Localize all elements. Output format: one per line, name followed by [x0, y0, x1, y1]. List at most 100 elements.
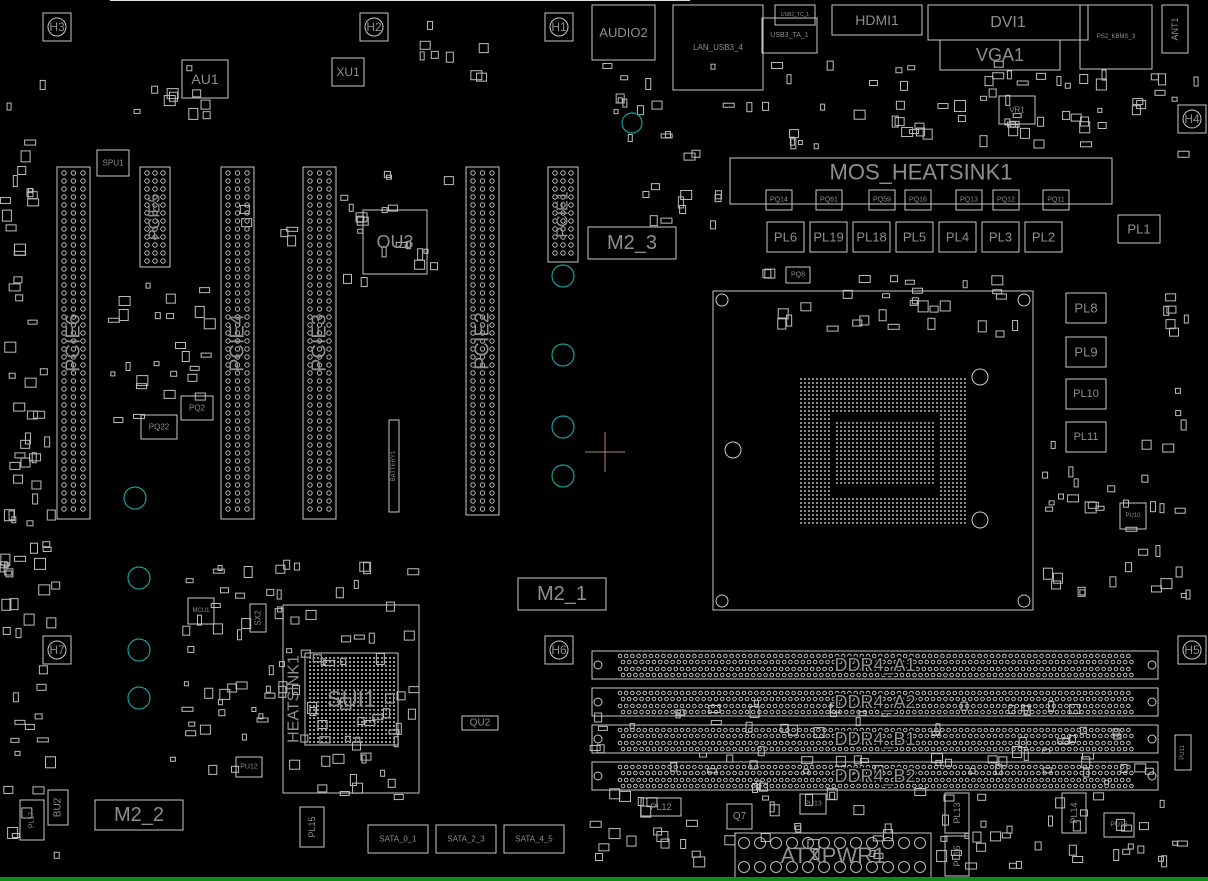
component-pl14[interactable]: PL14	[1061, 792, 1087, 834]
component-pl15[interactable]: PL15	[299, 806, 325, 848]
smd-pad	[300, 649, 311, 658]
component-pl17[interactable]: PL17	[19, 799, 45, 841]
component-h3[interactable]: H3	[42, 12, 72, 42]
component-ps2-kbms-3[interactable]: PS2_KBMS_3	[1079, 4, 1153, 70]
component-mos-heatsink1[interactable]: MOS_HEATSINK1	[729, 157, 1113, 205]
component-pq13[interactable]: PQ13	[955, 189, 983, 211]
smd-pad	[957, 115, 966, 123]
component-pq11[interactable]: PQ11	[1042, 189, 1070, 211]
component-ddr4-a1[interactable]: DDR4_A1	[591, 650, 1159, 680]
smd-pad	[187, 645, 195, 653]
component-sx2[interactable]: SX2	[249, 603, 267, 633]
component-usb3-ta-1[interactable]: USB3_TA_1	[761, 17, 818, 54]
component-h4[interactable]: H4	[1177, 104, 1207, 134]
component-ddr4-a2[interactable]: DDR4_A2	[591, 687, 1159, 717]
component-h6[interactable]: H6	[544, 635, 574, 665]
component-pcie3[interactable]: PCIE3	[302, 166, 337, 520]
component-h5[interactable]: H5	[1177, 635, 1207, 665]
component-label: PCIE1	[555, 191, 572, 237]
component-pl16[interactable]: PL16	[944, 835, 970, 877]
component-hdmi1[interactable]: HDMI1	[831, 4, 923, 36]
component-pl8[interactable]: PL8	[1065, 292, 1107, 324]
component-sata-0-1[interactable]: SATA_0_1	[367, 824, 429, 854]
component-pl5[interactable]: PL5	[895, 221, 934, 253]
component-vr1[interactable]: VR1	[998, 95, 1036, 125]
component-pu15[interactable]: PU15	[1103, 812, 1135, 838]
component-pq59[interactable]: PQ59	[868, 189, 896, 211]
smd-pad	[853, 755, 862, 765]
component-ant1[interactable]: ANT1	[1161, 4, 1189, 54]
component-audio2[interactable]: AUDIO2	[591, 4, 656, 61]
component-h7[interactable]: H7	[42, 635, 72, 665]
component-pu10[interactable]: PU10	[1119, 502, 1147, 530]
component-pq61[interactable]: PQ61	[815, 189, 843, 211]
component-pu13[interactable]: PU13	[799, 793, 827, 815]
component-pq16[interactable]: PQ16	[904, 189, 932, 211]
component-pq8[interactable]: PQ8	[785, 266, 811, 284]
smd-pad	[1163, 305, 1170, 316]
smd-pad	[9, 461, 21, 470]
component-pl10[interactable]: PL10	[1065, 378, 1107, 410]
component-pu12[interactable]: PU12	[235, 756, 263, 778]
component-q7[interactable]: Q7	[726, 803, 753, 830]
component-pl3[interactable]: PL3	[981, 221, 1020, 253]
smd-pad	[917, 300, 929, 313]
component-pcie6[interactable]: PCIE6	[56, 166, 91, 520]
component-heatsink1[interactable]: HEATSINK1	[282, 604, 420, 794]
component-lan-usb3-4[interactable]: LAN_USB3_4	[672, 4, 764, 91]
component-usb2-tc-1[interactable]: USB2_TC_1	[774, 4, 816, 26]
component-label: VGA1	[976, 45, 1024, 65]
component-pq14[interactable]: PQ14	[765, 189, 793, 211]
component-sata-2-3[interactable]: SATA_2_3	[435, 824, 497, 854]
smd-pad	[691, 149, 701, 158]
component-m2-1[interactable]: M2_1	[517, 577, 607, 611]
component-pq2[interactable]: PQ2	[180, 395, 214, 421]
component-pq22[interactable]: PQ22	[140, 414, 178, 440]
component-pl18[interactable]: PL18	[852, 221, 891, 253]
component-pl9[interactable]: PL9	[1065, 336, 1107, 368]
component-atxpwr1[interactable]: ATXPWR1	[734, 832, 932, 877]
component-pcie2[interactable]: PCIE2	[465, 166, 500, 516]
component-qu2[interactable]: QU2	[461, 715, 499, 731]
component-pcie4[interactable]: PCIE4	[220, 166, 255, 520]
smd-pad	[1097, 122, 1107, 130]
component-ou3[interactable]: OU3	[362, 209, 428, 275]
component-ddr4-b2[interactable]: DDR4_B2	[591, 761, 1159, 791]
component-pcie5[interactable]: PCIE5	[139, 166, 171, 268]
component-ddr4-b1[interactable]: DDR4_B1	[591, 724, 1159, 754]
component-battery1[interactable]: BATTERY1	[388, 419, 400, 513]
component-m2-2[interactable]: M2_2	[94, 799, 184, 831]
smd-pad	[3, 785, 14, 794]
component-pl4[interactable]: PL4	[938, 221, 977, 253]
component-mcu1[interactable]: MCU1	[187, 597, 215, 625]
component-m2-3[interactable]: M2_3	[587, 226, 677, 260]
component-pu11[interactable]: PU11	[1174, 734, 1192, 771]
component-dvi1[interactable]: DVI1	[927, 4, 1089, 41]
smd-pad	[14, 750, 21, 756]
smd-pad	[746, 102, 753, 113]
component-pq12[interactable]: PQ12	[992, 189, 1020, 211]
component-sata-4-5[interactable]: SATA_4_5	[503, 824, 565, 854]
smd-pad	[853, 109, 866, 120]
component-pl13[interactable]: PL13	[944, 792, 970, 834]
component-xu1[interactable]: XU1	[331, 57, 365, 87]
component-label: PCIE2	[472, 312, 494, 370]
smd-pad	[869, 849, 876, 857]
component-vga1[interactable]: VGA1	[939, 39, 1061, 71]
component-pl1[interactable]: PL1	[1117, 214, 1161, 244]
component-sui1[interactable]: SUI1	[304, 652, 399, 746]
component-pl11[interactable]: PL11	[1065, 421, 1107, 453]
component-pl19[interactable]: PL19	[809, 221, 848, 253]
cpu-socket[interactable]	[712, 290, 1034, 611]
component-pcie1[interactable]: PCIE1	[547, 166, 579, 263]
component-au1[interactable]: AU1	[181, 59, 229, 99]
component-spu1[interactable]: SPU1	[96, 149, 130, 177]
component-pl12[interactable]: PL12	[640, 797, 682, 817]
component-pl6[interactable]: PL6	[766, 221, 805, 253]
component-h1[interactable]: H1	[544, 12, 574, 42]
component-bu2[interactable]: BU2	[47, 789, 69, 826]
component-pl2[interactable]: PL2	[1024, 221, 1063, 253]
component-h2[interactable]: H2	[359, 12, 389, 42]
